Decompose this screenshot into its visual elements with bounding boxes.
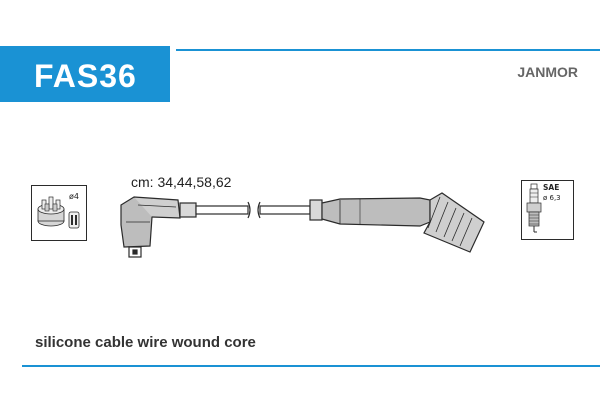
product-description: silicone cable wire wound core [35,334,256,351]
cable-segment [195,201,311,219]
footer-rule [22,365,600,367]
spark-plug-standard: SAE [543,183,559,192]
brand-name: JANMOR [517,64,578,80]
cable-lengths: cm: 34,44,58,62 [131,174,232,190]
distributor-size-label: ø4 [69,192,79,201]
straight-boot [309,192,485,253]
header-rule [176,49,600,51]
part-code: FAS36 [34,58,137,94]
angled-boot [120,196,197,258]
spark-plug-size: ø 6,3 [543,194,561,202]
part-code-banner [0,46,170,102]
spark-plug-icon: SAE ø 6,3 [521,180,574,240]
distributor-cap-icon: ø4 [31,185,87,241]
